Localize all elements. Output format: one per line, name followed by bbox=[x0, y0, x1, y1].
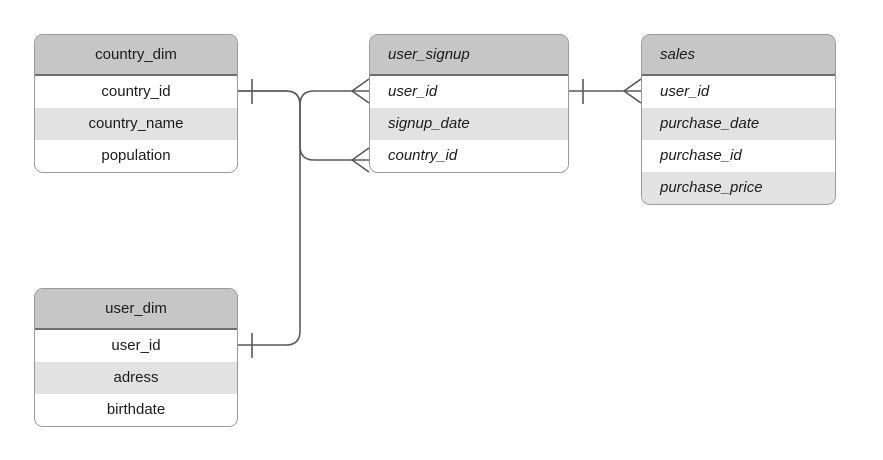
field-purchase-date[interactable]: purchase_date bbox=[642, 108, 835, 140]
entity-country-dim[interactable]: country_dim country_id country_name popu… bbox=[34, 34, 238, 173]
entity-title-sales: sales bbox=[642, 35, 835, 76]
field-user-id[interactable]: user_id bbox=[370, 76, 568, 108]
entity-title-user-dim: user_dim bbox=[35, 289, 237, 330]
entity-title-country-dim: country_dim bbox=[35, 35, 237, 76]
crowsfoot-many bbox=[351, 78, 370, 104]
field-user-id[interactable]: user_id bbox=[642, 76, 835, 108]
field-purchase-id[interactable]: purchase_id bbox=[642, 140, 835, 172]
field-country-id[interactable]: country_id bbox=[35, 76, 237, 108]
entity-user-signup[interactable]: user_signup user_id signup_date country_… bbox=[369, 34, 569, 173]
relationship-userdim-to-signup bbox=[238, 105, 301, 358]
entity-user-dim[interactable]: user_dim user_id adress birthdate bbox=[34, 288, 238, 427]
relationship-signup-to-sales bbox=[569, 78, 642, 104]
field-signup-date[interactable]: signup_date bbox=[370, 108, 568, 140]
field-adress[interactable]: adress bbox=[35, 362, 237, 394]
relationship-country-to-signup-countryid bbox=[238, 90, 370, 173]
entity-sales[interactable]: sales user_id purchase_date purchase_id … bbox=[641, 34, 836, 205]
field-user-id[interactable]: user_id bbox=[35, 330, 237, 362]
entity-title-user-signup: user_signup bbox=[370, 35, 568, 76]
field-birthdate[interactable]: birthdate bbox=[35, 394, 237, 426]
field-country-id[interactable]: country_id bbox=[370, 140, 568, 172]
crowsfoot-many bbox=[623, 78, 642, 104]
crowsfoot-many bbox=[351, 147, 370, 173]
relationship-country-to-signup-userid bbox=[238, 78, 370, 106]
field-population[interactable]: population bbox=[35, 140, 237, 172]
field-country-name[interactable]: country_name bbox=[35, 108, 237, 140]
field-purchase-price[interactable]: purchase_price bbox=[642, 172, 835, 204]
